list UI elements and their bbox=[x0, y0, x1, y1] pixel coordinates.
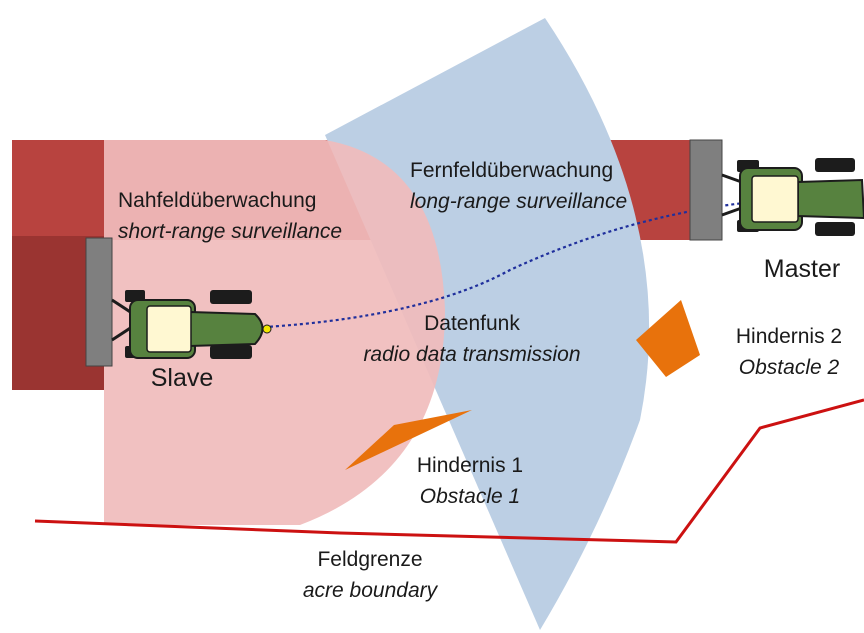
radio-link-line bbox=[167, 198, 776, 332]
master-implement bbox=[689, 139, 723, 241]
far-field-label-de: Fernfeldüberwachung bbox=[410, 159, 613, 182]
obstacle-2-label-en: Obstacle 2 bbox=[739, 356, 840, 379]
slave-implement bbox=[85, 237, 113, 367]
obstacle-2-label-de: Hindernis 2 bbox=[736, 325, 842, 348]
near-field-label-de: Nahfeldüberwachung bbox=[118, 189, 316, 212]
slave-antenna-icon bbox=[262, 324, 272, 334]
radio-label-en: radio data transmission bbox=[363, 343, 580, 366]
near-field-label-en: short-range surveillance bbox=[118, 220, 342, 243]
short-range-zone bbox=[104, 140, 445, 525]
boundary-label-en: acre boundary bbox=[303, 579, 439, 602]
obstacle-1-label-de: Hindernis 1 bbox=[417, 454, 523, 477]
long-range-zone bbox=[325, 18, 650, 630]
slave-cab bbox=[146, 305, 192, 353]
obstacle-2 bbox=[636, 300, 700, 377]
master-label: Master bbox=[764, 255, 840, 283]
obstacle-1-label-en: Obstacle 1 bbox=[420, 485, 520, 508]
obstacle-1 bbox=[345, 410, 472, 470]
slave-tractor-icon bbox=[85, 237, 272, 367]
master-cab bbox=[751, 175, 799, 223]
radio-label-de: Datenfunk bbox=[424, 312, 520, 335]
master-tractor-icon bbox=[689, 139, 864, 241]
far-field-label-en: long-range surveillance bbox=[410, 190, 627, 213]
slave-label: Slave bbox=[151, 364, 214, 392]
acre-boundary-line bbox=[34, 398, 864, 544]
boundary-label-de: Feldgrenze bbox=[317, 548, 422, 571]
